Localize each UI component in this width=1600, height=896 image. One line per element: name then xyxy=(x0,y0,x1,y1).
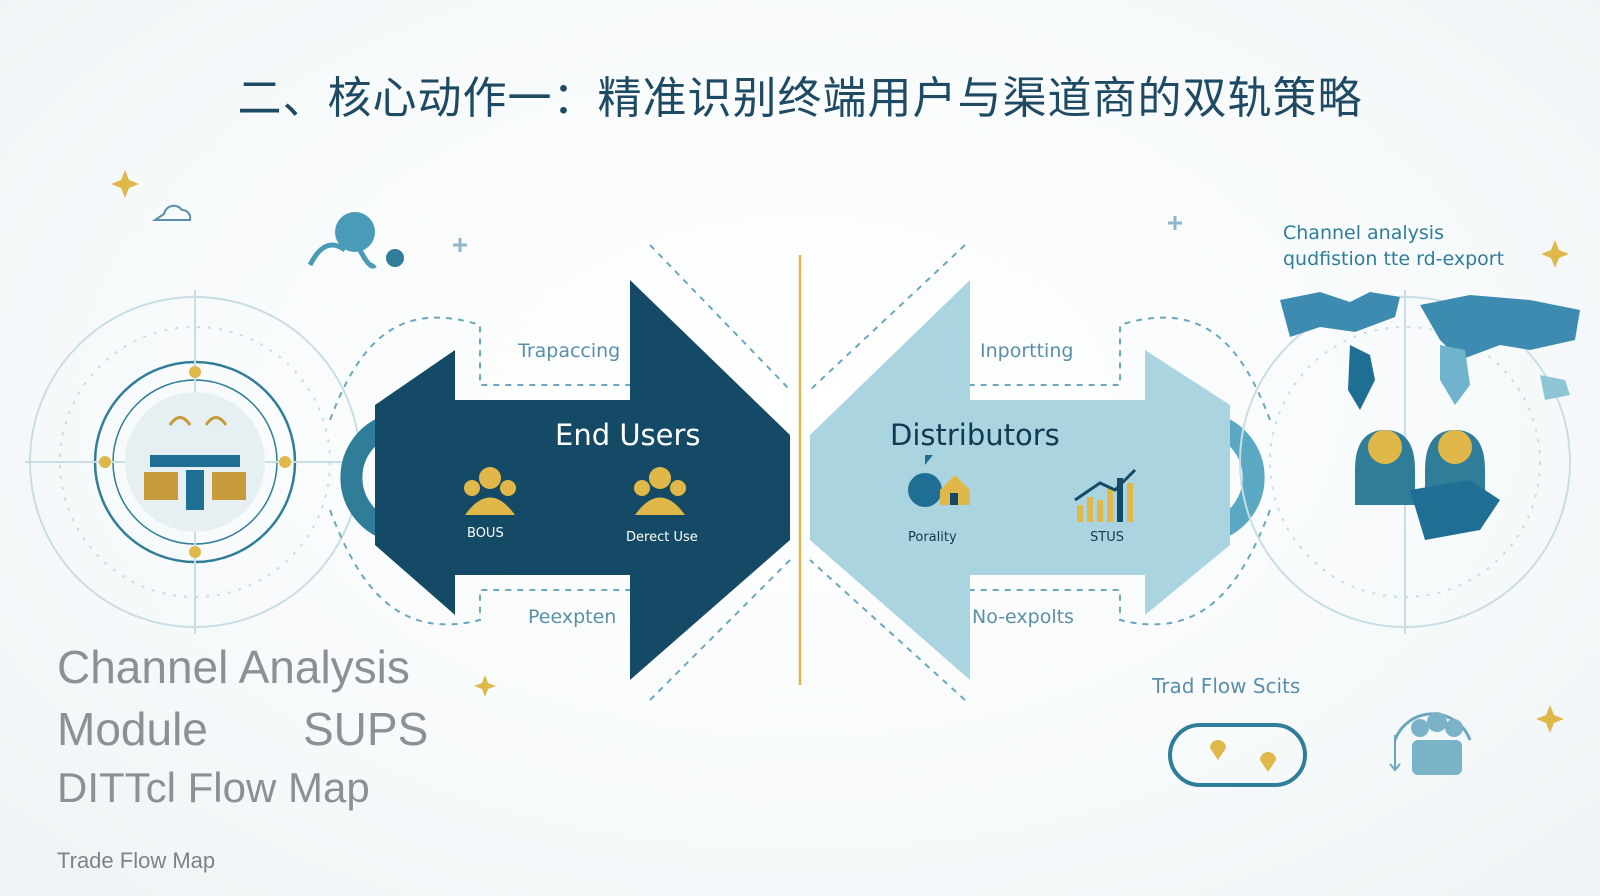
trade-flow-map-footer: Trade Flow Map xyxy=(57,848,216,873)
end-users-top-label: Trapaccing xyxy=(518,340,621,362)
people-group-icon xyxy=(1389,712,1472,775)
end-users-group-icon-1 xyxy=(464,467,516,515)
distributor-bar-chart-icon xyxy=(1074,468,1137,522)
right-ring-connector xyxy=(1211,414,1265,541)
distributors-icon-caption-1: Porality xyxy=(908,530,957,545)
plus-icon xyxy=(453,216,1182,252)
channel-analysis-caption-1: Channel analysis xyxy=(1283,222,1444,244)
channel-analysis-heading: Channel Analysis xyxy=(57,641,410,693)
distributors-title: Distributors xyxy=(890,418,1060,452)
cloud-icon xyxy=(151,204,192,221)
end-users-icon-caption-2: Derect Use xyxy=(626,530,698,545)
left-hub-icon xyxy=(99,366,291,558)
distributors-icon-caption-2: STUS xyxy=(1090,530,1124,545)
trade-flow-cycle-icon xyxy=(1168,723,1307,787)
left-compass-icon xyxy=(25,290,365,634)
distributors-arrow xyxy=(810,280,1230,680)
end-users-title: End Users xyxy=(555,418,701,452)
channel-analysis-caption-2: qudfistion tte rd-export xyxy=(1283,248,1505,270)
end-users-icon-caption-1: BOUS xyxy=(467,526,504,541)
distributors-top-label: Inportting xyxy=(980,340,1074,362)
trade-flow-label: Trad Flow Scits xyxy=(1152,674,1301,698)
world-map-icon xyxy=(1280,292,1580,410)
end-users-bottom-label: Peexpten xyxy=(528,606,617,628)
flow-map-heading: DITTcl Flow Map xyxy=(57,764,370,811)
octopus-icon xyxy=(307,212,404,269)
module-heading: Module xyxy=(57,703,208,755)
distributors-bottom-label: No-expolts xyxy=(972,606,1074,628)
sparkle-icon xyxy=(111,170,1569,733)
page-title: 二、核心动作一：精准识别终端用户与渠道商的双轨策略 xyxy=(237,73,1363,124)
distributor-house-icon xyxy=(908,455,970,507)
end-users-group-icon-2 xyxy=(634,467,686,515)
end-users-arrow xyxy=(375,280,790,680)
dashed-connectors xyxy=(329,244,1271,701)
left-ring-connector xyxy=(340,414,394,541)
sups-heading: SUPS xyxy=(303,703,429,755)
people-pair-icon xyxy=(1355,430,1500,540)
